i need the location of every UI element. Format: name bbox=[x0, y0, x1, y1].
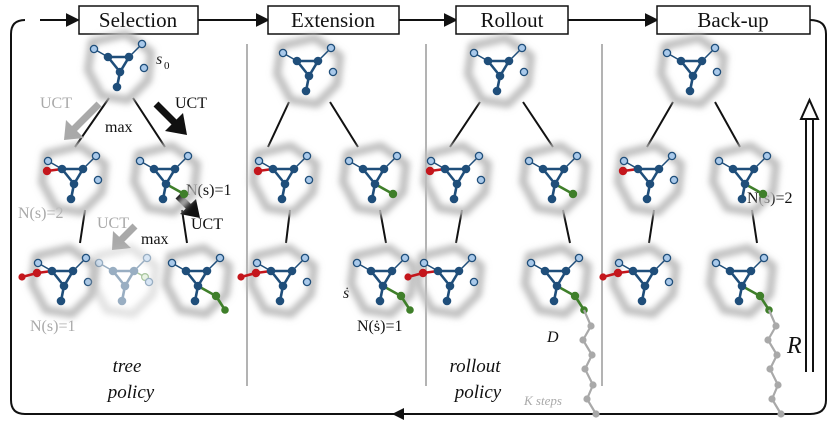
uct-arrow-gray-top-icon bbox=[64, 101, 102, 140]
new-state-label: ṡ bbox=[343, 285, 349, 302]
molecules-layer bbox=[18, 30, 785, 418]
molecule-icon-selection-root bbox=[84, 30, 155, 104]
backup-arrow-icon bbox=[799, 97, 820, 372]
molecule-icon-backup-root bbox=[657, 34, 728, 108]
rollout-policy-line-1: rollout bbox=[449, 356, 501, 377]
stage-backup: Back-up bbox=[656, 5, 811, 35]
reward-label: R bbox=[786, 333, 802, 359]
molecule-icon-selection-leaf-left bbox=[18, 244, 99, 318]
molecule-icon-selection-left bbox=[38, 142, 109, 216]
root-state-subscript: 0 bbox=[164, 60, 170, 72]
cycle-frame bbox=[10, 13, 827, 420]
stage-backup-title: Back-up bbox=[697, 8, 768, 32]
stage-rollout: Rollout bbox=[455, 5, 569, 35]
uct-label-gray-top: UCT bbox=[40, 95, 72, 112]
return-arrow-icon bbox=[392, 408, 404, 420]
root-state-label: s bbox=[156, 51, 162, 68]
stage-extension: Extension bbox=[267, 5, 400, 35]
visit-count-selection-left: N(s)=2 bbox=[18, 205, 63, 222]
molecule-icon-rollout-leaf-right bbox=[521, 244, 600, 418]
molecule-icon-rollout-right bbox=[519, 142, 590, 216]
molecule-icon-rollout-root bbox=[464, 34, 535, 108]
stage-extension-title: Extension bbox=[291, 8, 375, 32]
stage-selection-title: Selection bbox=[99, 8, 178, 32]
uct-arrow-black-top-icon bbox=[153, 101, 187, 135]
molecule-icon-backup-leaf-left bbox=[599, 244, 680, 318]
stage-selection: Selection bbox=[78, 5, 199, 35]
molecule-icon-selection-leaf-mid bbox=[89, 244, 160, 318]
tree-policy-line-1: tree bbox=[113, 356, 142, 377]
molecule-icon-backup-right bbox=[709, 142, 780, 216]
k-steps-label: K steps bbox=[523, 393, 562, 408]
molecule-icon-backup-leaf-right bbox=[706, 244, 785, 418]
uct-arrows bbox=[64, 101, 200, 250]
molecule-icon-rollout-left bbox=[421, 142, 492, 216]
molecule-icon-extension-root bbox=[273, 34, 344, 108]
molecule-icon-extension-leaf-right bbox=[347, 244, 418, 318]
molecule-icon-rollout-leaf-left bbox=[404, 244, 485, 318]
molecule-icon-extension-leaf-left bbox=[237, 244, 318, 318]
visit-count-selection-leaf: N(s)=1 bbox=[30, 318, 75, 335]
visit-count-extension: N(ṡ)=1 bbox=[357, 318, 402, 335]
max-label-top: max bbox=[105, 119, 133, 136]
molecule-icon-extension-left bbox=[249, 142, 320, 216]
uct-label-black-bottom: UCT bbox=[191, 216, 223, 233]
depth-label: D bbox=[546, 329, 559, 346]
max-label-bottom: max bbox=[141, 231, 169, 248]
molecule-icon-selection-leaf-right bbox=[162, 244, 233, 318]
uct-label-gray-bottom: UCT bbox=[97, 215, 129, 232]
molecule-icon-backup-left bbox=[614, 142, 685, 216]
uct-label-black-top: UCT bbox=[175, 95, 207, 112]
labels: s 0 UCT UCT max N(s)=1 N(s)=2 UCT UCT ma… bbox=[18, 51, 802, 408]
rollout-policy-line-2: policy bbox=[453, 382, 502, 403]
molecule-icon-extension-right bbox=[339, 142, 410, 216]
tree-policy-line-2: policy bbox=[106, 382, 155, 403]
stage-rollout-title: Rollout bbox=[480, 8, 543, 32]
molecule-icon-selection-right bbox=[130, 142, 201, 216]
